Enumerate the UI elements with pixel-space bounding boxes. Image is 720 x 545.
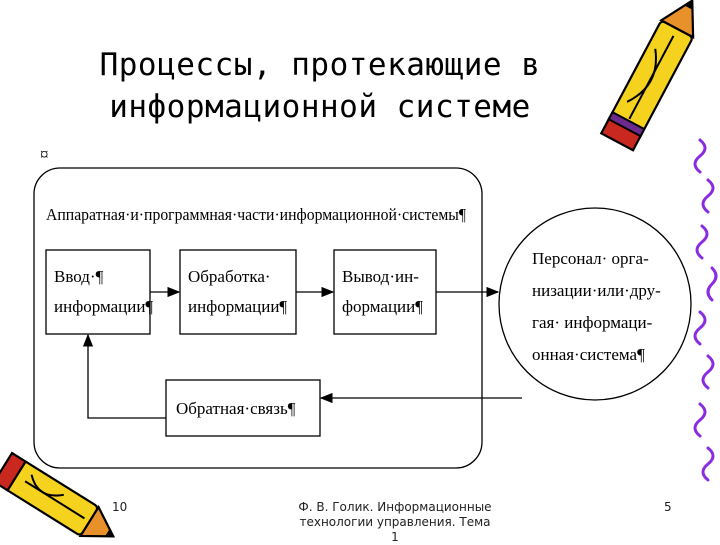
arrow-feedback-to-input — [88, 335, 166, 418]
footer-page-number-left: 10 — [112, 500, 127, 514]
footer-page-number-right: 5 — [664, 500, 672, 514]
personnel-circle — [499, 208, 691, 400]
footer-caption-line-3: 1 — [280, 530, 510, 545]
output-label-line-2: формации¶ — [342, 297, 423, 316]
feedback-label: Обратная·связь¶ — [176, 399, 296, 418]
personnel-label-line-1: Персонал· орга- — [532, 249, 649, 268]
input-label-line-2: информации¶ — [54, 297, 153, 316]
footer-caption-line-1: Ф. В. Голик. Информационные — [280, 500, 510, 515]
footer-caption-line-2: технологии управления. Тема — [280, 515, 510, 530]
personnel-label-line-2: низации·или·дру- — [532, 281, 661, 300]
output-label-line-1: Вывод·ин- — [342, 267, 419, 286]
processing-box — [180, 250, 296, 334]
footer-caption: Ф. В. Голик. Информационные технологии у… — [280, 500, 510, 545]
outer-system-label: Аппаратная·и·программная·части·информаци… — [46, 205, 466, 224]
pencil-bottom-left-icon — [0, 453, 122, 540]
input-label-line-1: Ввод·¶ — [54, 267, 104, 286]
paragraph-mark: ¤ — [40, 145, 49, 164]
pencil-top-right-icon — [601, 0, 708, 150]
personnel-label-line-3: гая· информаци- — [532, 313, 653, 332]
decorative-curl-icon — [695, 140, 716, 480]
output-box — [334, 250, 436, 334]
processing-label-line-1: Обработка· — [188, 267, 271, 286]
personnel-label-line-4: онная·система¶ — [532, 345, 645, 364]
input-box — [46, 250, 150, 334]
processing-label-line-2: информации¶ — [188, 297, 287, 316]
